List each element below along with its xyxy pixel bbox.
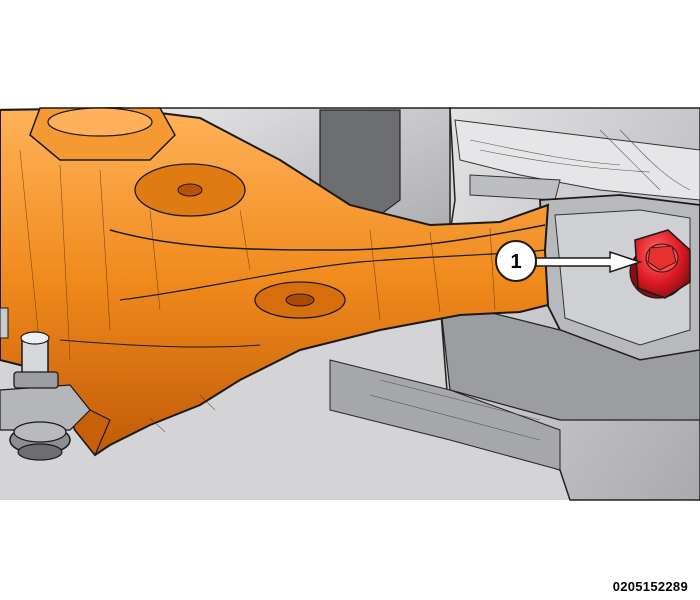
callout-1: 1	[495, 240, 643, 282]
control-arm	[0, 106, 550, 457]
mounting-bolt-icon	[629, 229, 691, 299]
callout-circle	[495, 240, 537, 282]
figure-id: 0205152289	[612, 579, 688, 594]
ball-joint-nut-icon	[0, 307, 91, 461]
callout-arrow-icon	[535, 250, 643, 274]
callout-number: 1	[510, 251, 521, 273]
